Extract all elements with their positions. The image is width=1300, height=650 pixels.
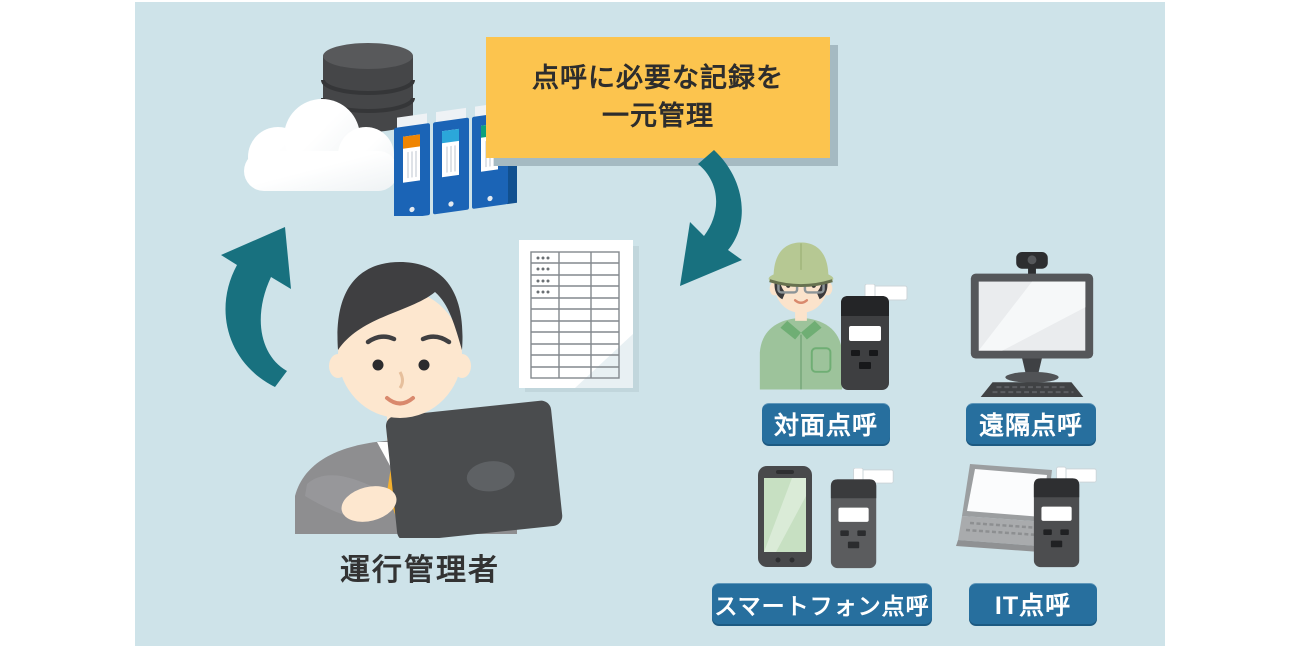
callout-box: 点呼に必要な記録を 一元管理 bbox=[486, 37, 830, 158]
desktop-webcam-icon bbox=[970, 251, 1094, 398]
manager-label: 運行管理者 bbox=[340, 554, 500, 587]
cycle-up-arrow-icon bbox=[221, 227, 291, 387]
method-label-it: IT点呼 bbox=[969, 583, 1097, 624]
callout-line2: 一元管理 bbox=[602, 100, 714, 131]
driver-illustration bbox=[759, 242, 843, 390]
laptop-icon bbox=[956, 464, 1052, 552]
manager-illustration bbox=[295, 262, 563, 538]
method-label-face-to-face: 対面点呼 bbox=[762, 403, 890, 444]
method-label-smartphone: スマートフォン点呼 bbox=[712, 583, 932, 624]
breathalyzer-icon bbox=[830, 468, 894, 569]
laptop-icon bbox=[385, 400, 563, 538]
method-label-remote: 遠隔点呼 bbox=[966, 403, 1096, 444]
flow-down-arrow-icon bbox=[680, 150, 742, 286]
breathalyzer-icon bbox=[1033, 466, 1097, 568]
cloud-icon bbox=[244, 99, 398, 191]
smartphone-icon bbox=[758, 466, 812, 567]
callout-line1: 点呼に必要な記録を bbox=[532, 62, 784, 93]
breathalyzer-icon bbox=[841, 284, 908, 390]
spreadsheet-icon bbox=[519, 240, 639, 392]
